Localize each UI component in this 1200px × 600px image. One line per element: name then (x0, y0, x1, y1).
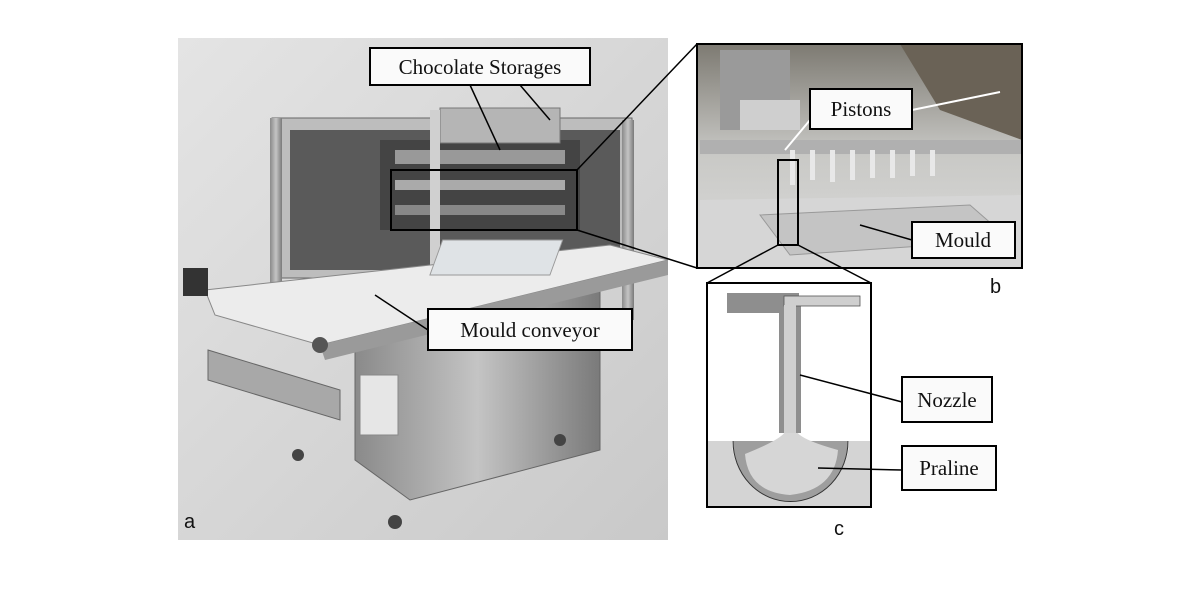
label-text: Mould conveyor (460, 318, 599, 342)
nozzle-schematic (706, 282, 872, 508)
label-mould-conveyor: Mould conveyor (374, 294, 633, 351)
label-nozzle: Nozzle (799, 374, 993, 423)
panel-letter-a: a (184, 511, 196, 533)
label-pistons: Pistons (784, 88, 1001, 151)
label-text: Praline (919, 456, 978, 480)
panel-letter-c: c (834, 518, 844, 540)
label-text: Mould (935, 228, 992, 252)
label-praline: Praline (817, 445, 997, 491)
panel-letter-b: b (990, 276, 1001, 298)
label-text: Chocolate Storages (399, 55, 562, 79)
label-chocolate-storages: Chocolate Storages (369, 47, 591, 151)
label-text: Nozzle (917, 388, 976, 412)
label-mould: Mould (859, 221, 1016, 259)
machine-photo (178, 38, 669, 540)
label-text: Pistons (831, 97, 892, 121)
zoom-region-a (390, 169, 578, 231)
zoom-region-b (777, 159, 799, 246)
